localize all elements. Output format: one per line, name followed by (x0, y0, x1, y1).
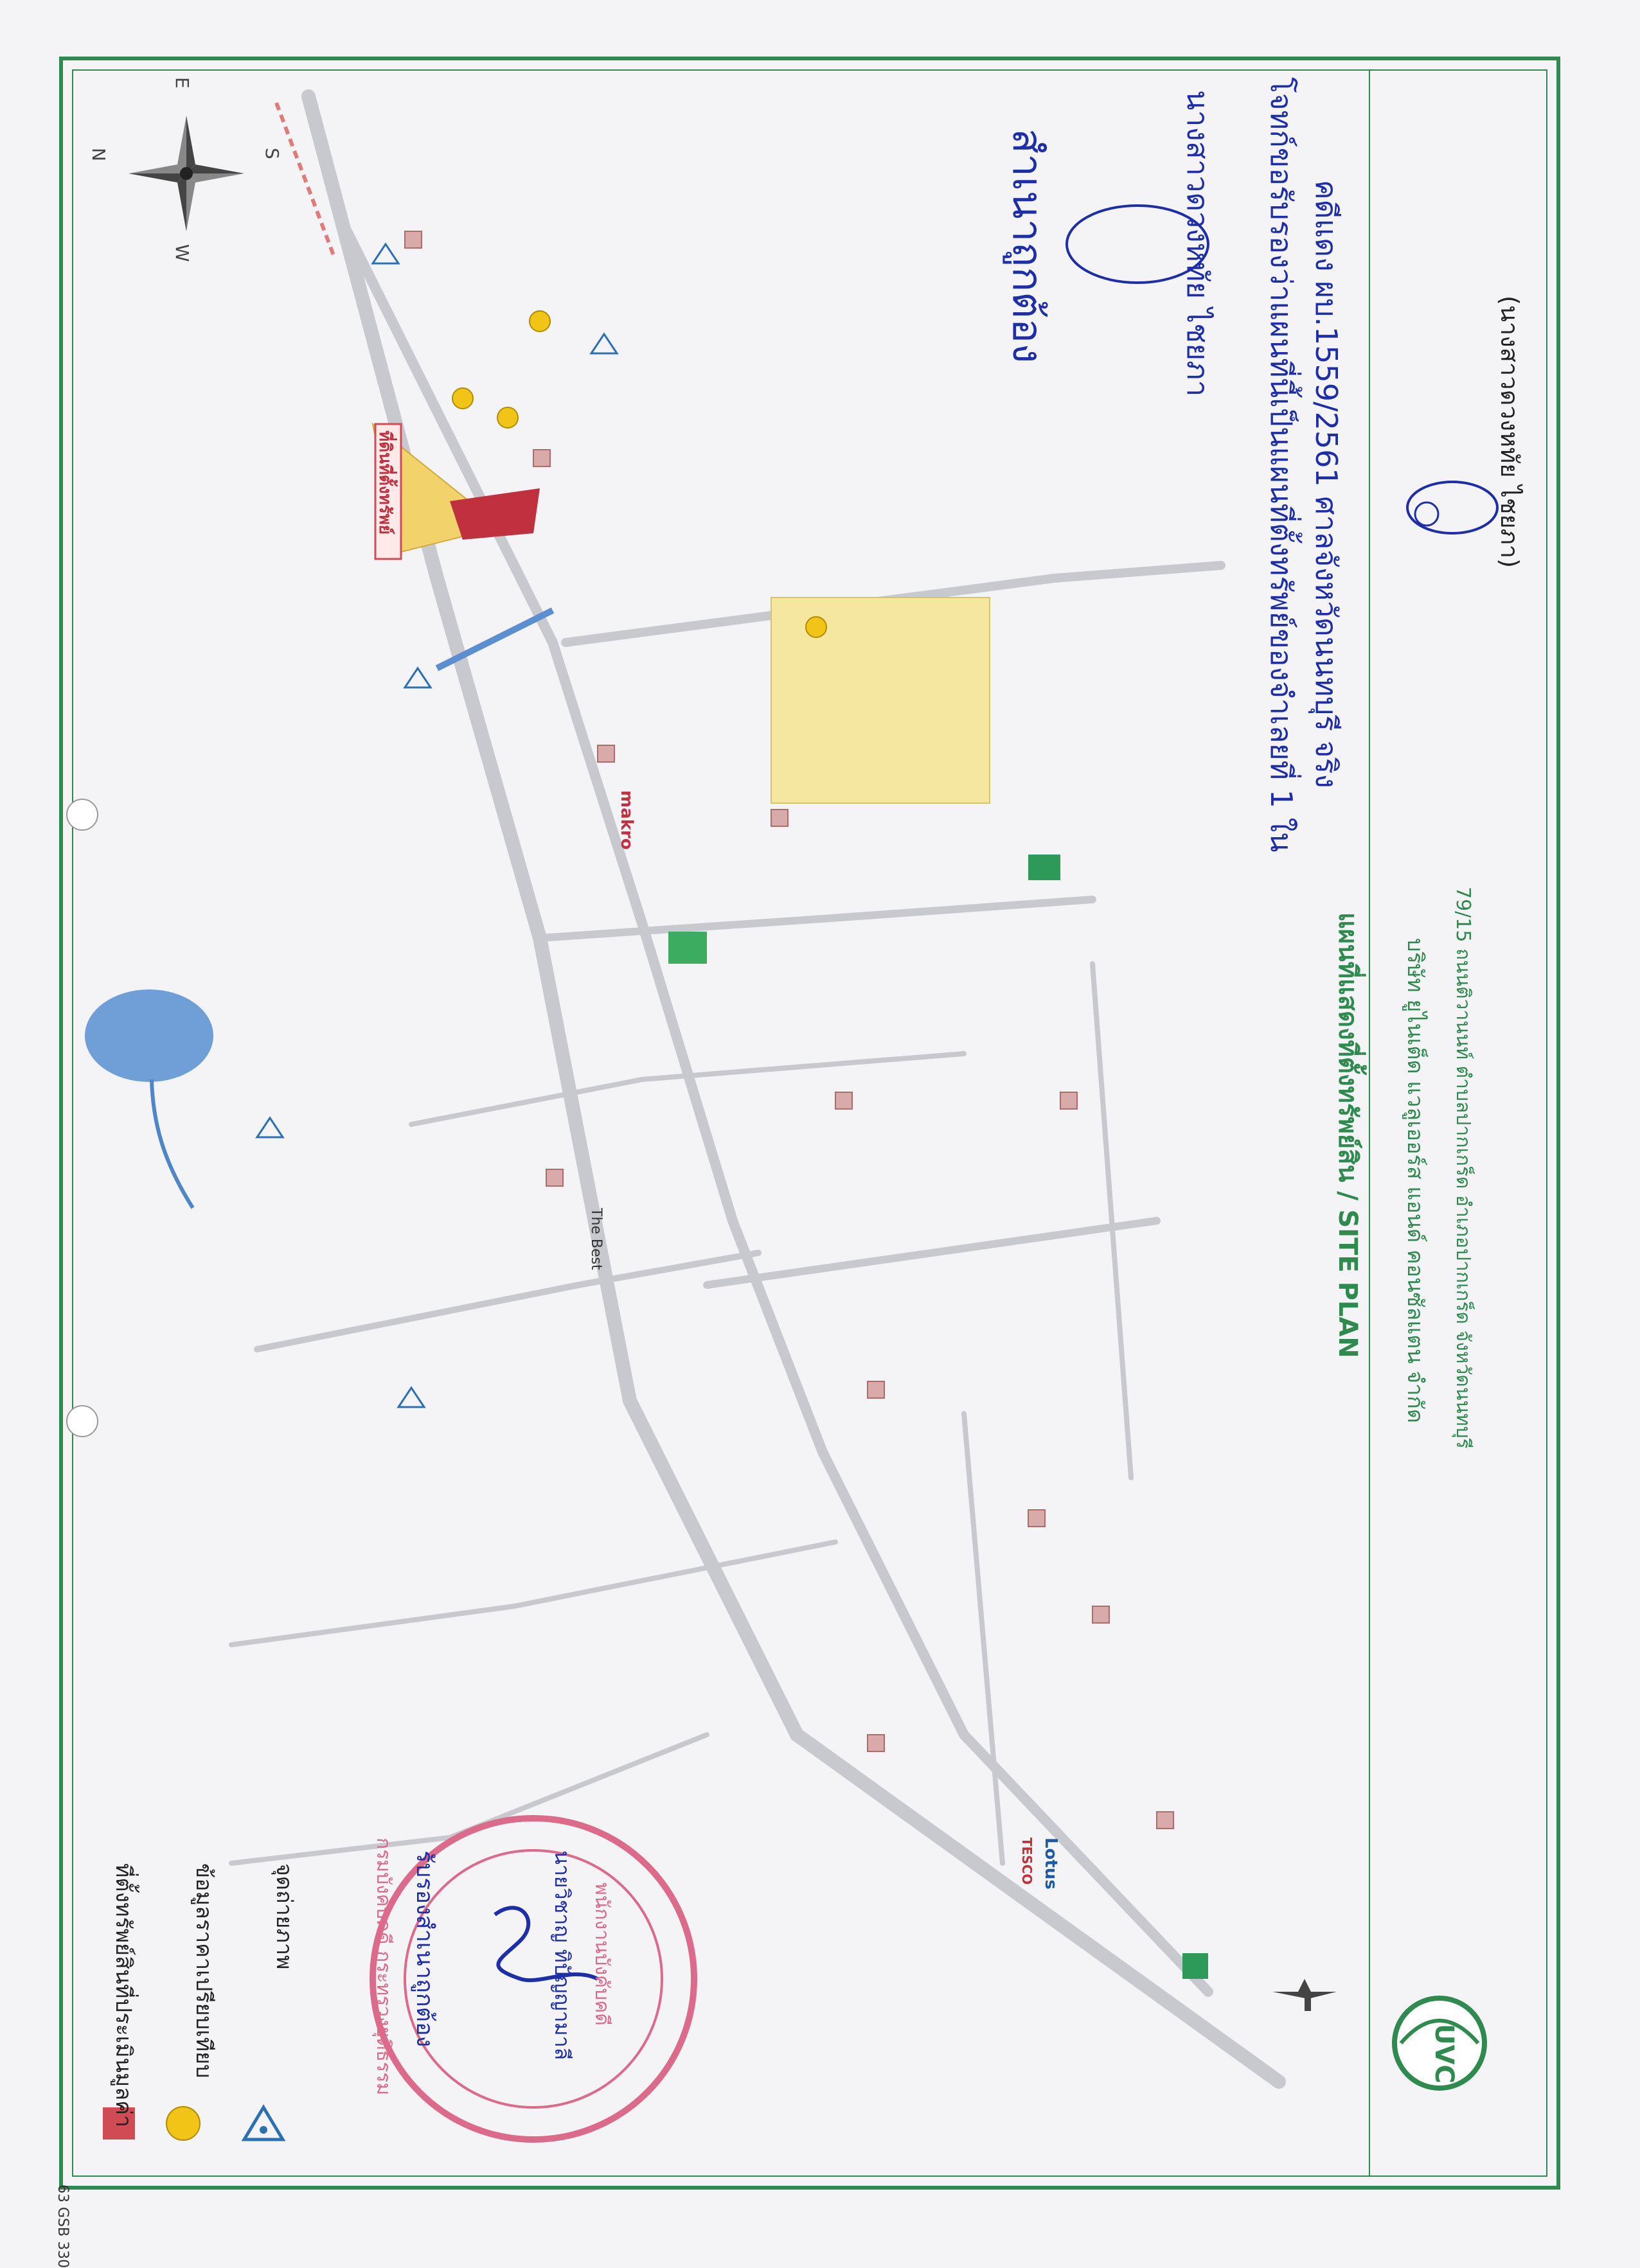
photo-point-3 (403, 666, 432, 689)
store-sign-tesco: TESCO (1019, 1838, 1035, 1885)
copy-stamp-scribble (1065, 204, 1209, 284)
store-sign-lotus: Lotus (1041, 1838, 1060, 1890)
uvc-logo-icon (1392, 1996, 1487, 2091)
official-name: นายวิชาญ ทิปัญญามาลี (550, 1850, 575, 2060)
store-green-2 (668, 932, 707, 964)
building-hotel-1 (404, 231, 422, 249)
airport-icon (1272, 1979, 1337, 2011)
binder-hole-top (66, 799, 98, 831)
building-5 (867, 1381, 885, 1399)
title-block-divider (1369, 69, 1370, 2177)
road-side-2 (229, 1539, 838, 1647)
photo-point-2 (589, 332, 619, 355)
legend-photo-point-icon (241, 2104, 286, 2141)
building-6 (1028, 1509, 1046, 1527)
company-name: บริษัท ยูไนเต็ด แวลูเออร์ส แอนด์ คอนซัลแ… (1402, 938, 1428, 1423)
official-stamp-outer (370, 1815, 697, 2143)
legend-photo-point-dot-icon (260, 2126, 267, 2134)
road-side-1 (409, 1051, 967, 1127)
store-green-3 (1182, 1953, 1208, 1979)
subject-parcel (450, 488, 540, 540)
binder-hole-bottom (66, 1405, 98, 1437)
official-title: พนักงานบังคับคดี (591, 1883, 613, 2026)
compass-s: S (262, 148, 283, 159)
signature-scribble (1406, 481, 1499, 535)
building-7 (867, 1734, 885, 1752)
photo-point-4 (255, 1116, 285, 1138)
legend-label-comparable: ข้อมูลราคาเปรียบเทียบ (191, 1863, 217, 2078)
compass-n: N (88, 148, 109, 161)
road-side-3 (961, 1411, 1005, 1866)
road-central (536, 896, 1096, 942)
building-3 (835, 1092, 853, 1110)
official-signature (494, 1906, 599, 1983)
building-1 (597, 745, 615, 763)
building-10 (1092, 1606, 1110, 1624)
map-frame (59, 57, 1560, 2190)
copy-stamp-text: สำเนาถูกต้อง (1003, 128, 1051, 364)
compass-rose-icon (129, 116, 244, 231)
red-dashed-highway (274, 102, 336, 258)
building-2 (771, 809, 789, 827)
blue-access-road (435, 607, 555, 671)
comparable-marker-2 (452, 387, 474, 409)
photo-point-1 (371, 242, 400, 265)
uvc-logo-swoosh (1399, 2019, 1480, 2044)
compass-e: E (172, 77, 193, 89)
lake (85, 989, 213, 1082)
official-ring-text: กรมบังคับคดี กระทรวงยุติธรรม (372, 1838, 395, 2096)
certification-signer: (นางสาวดวงหทัย ไชยภา) (1495, 296, 1524, 568)
road-east (561, 561, 1226, 647)
store-sign-the-best: The Best (588, 1208, 604, 1270)
building-8 (1156, 1811, 1174, 1829)
official-stamp-inner (404, 1849, 663, 2109)
subject-label: ที่ดินที่ตั้งทรัพย์ (375, 430, 395, 535)
village-block (771, 597, 990, 804)
comparable-marker-1 (805, 616, 827, 638)
subject-label-box (374, 423, 402, 560)
photo-point-5 (397, 1386, 426, 1408)
store-green-1 (1028, 855, 1060, 880)
building-9 (546, 1169, 564, 1187)
legend-yellow-circle-icon (166, 2106, 201, 2141)
compass-w: W (172, 244, 193, 262)
company-address: 79/15 ถนนติวานนท์ ตำบลปากเกร็ด อำเภอปากเ… (1452, 887, 1474, 1449)
certification-line-2: คดีแดง ผบ.1559/2561 ศาลจังหวัดนนทบุรี จร… (1309, 180, 1344, 788)
comparable-marker-3 (497, 407, 519, 429)
legend-label-photo-point: จุดถ่ายภาพ (271, 1863, 297, 1970)
copy-stamp-name: นางสาวดวงหทัย ไชยภา (1181, 90, 1215, 397)
building-hotel-2 (533, 449, 551, 467)
building-4 (1060, 1092, 1078, 1110)
official-certify-text: รับรองสำเนาถูกต้อง (411, 1850, 438, 2048)
signature-loop (1414, 501, 1439, 527)
comparable-marker-4 (529, 310, 551, 332)
road-north (342, 226, 1213, 1997)
store-sign-makro: makro (617, 790, 636, 850)
uvc-logo-text: UVC (1429, 2024, 1459, 2084)
plan-title: แผนที่แสดงที่ตั้งทรัพย์สิน / SITE PLAN (1333, 912, 1362, 1358)
canal (150, 1079, 195, 1209)
legend-red-square-icon (103, 2107, 135, 2140)
road-side-4 (1090, 961, 1134, 1480)
map-inner-frame (72, 69, 1547, 2177)
road-south-west (229, 1732, 709, 1866)
legend-label-subject: ที่ตั้งทรัพย์สินที่ประเมินมูลค่า (111, 1863, 136, 2127)
road-south-link (703, 1217, 1161, 1289)
certification-line-1: โจทก์ขอรับรองว่าแผนที่นี้เป็นแผนที่ตั้งท… (1264, 77, 1299, 853)
margin-note: 63 GSB 330 (55, 2184, 71, 2268)
road-west-link (254, 1250, 762, 1352)
